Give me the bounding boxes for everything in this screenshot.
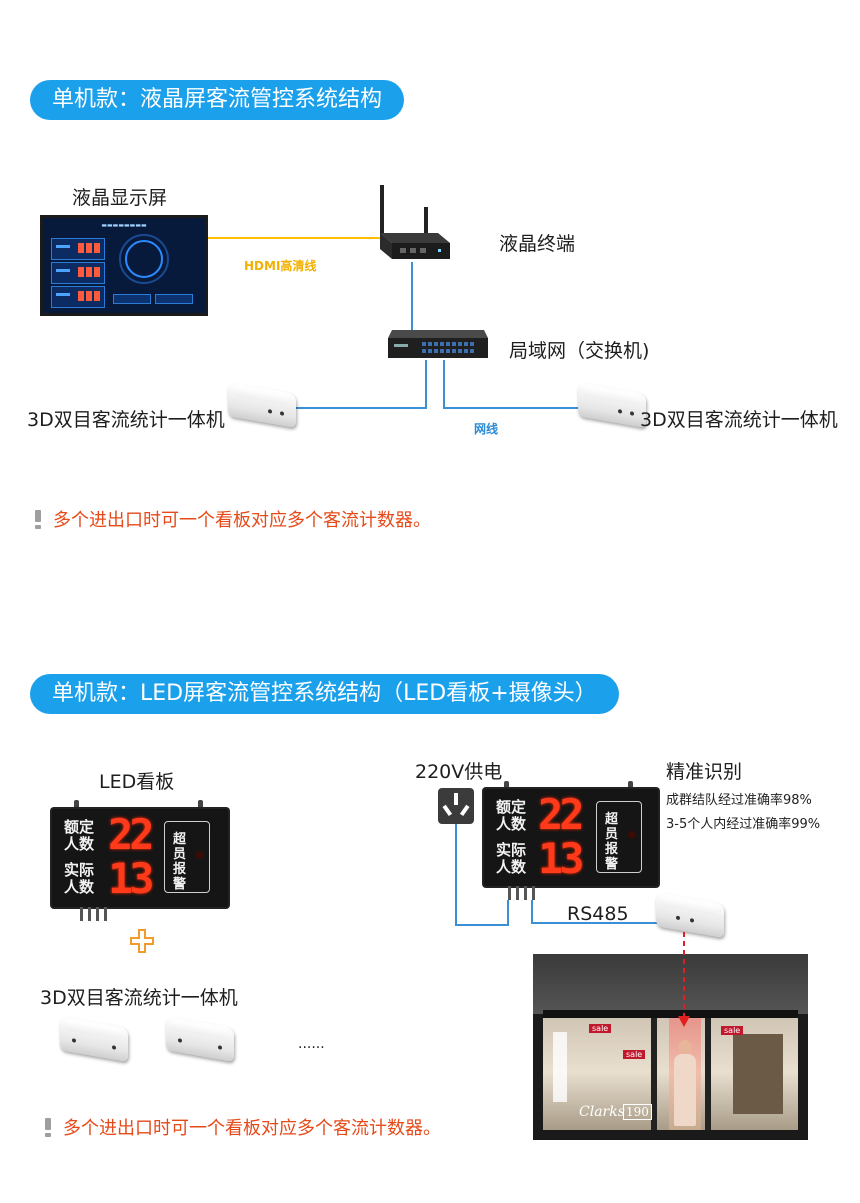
camera-group-label: 3D双目客流统计一体机: [40, 983, 238, 1010]
store-number: 190: [623, 1104, 652, 1120]
terminal-label: 液晶终端: [499, 229, 575, 256]
person-figure-body: [674, 1054, 696, 1126]
led-board-right: 额定 人数 22 实际 人数 13 超 员 报 警: [484, 789, 658, 886]
camera-left-label: 3D双目客流统计一体机: [27, 405, 225, 432]
store-entrance-photo: sale sale sale Clarks 190: [533, 954, 808, 1140]
led-row2-label-a: 实际: [496, 842, 526, 859]
camera-image: [166, 1016, 234, 1062]
section2-title: 单机款：LED屏客流管控系统结构（LED看板+摄像头）: [30, 674, 619, 714]
section2-note: 多个进出口时可一个看板对应多个客流计数器。: [63, 1114, 441, 1140]
led-row1-label-b: 人数: [496, 816, 526, 833]
detection-arrow: [676, 930, 692, 1030]
lan-label: 网线: [474, 420, 498, 437]
switch-label: 局域网（交换机): [509, 336, 649, 363]
led-lamp: [628, 831, 636, 839]
camera-image: [60, 1016, 128, 1062]
rs485-label: RS485: [567, 903, 629, 925]
led-cable: [516, 886, 519, 900]
store-brand: Clarks: [579, 1104, 625, 1120]
terminal-device-image: [376, 185, 456, 267]
person-figure: [678, 1040, 692, 1054]
led-cable: [524, 886, 527, 900]
led-row1-label-a: 额定: [496, 799, 526, 816]
store-sale-sign: sale: [623, 1050, 645, 1059]
led-cable: [532, 886, 535, 900]
led-row2-label-b: 人数: [496, 859, 526, 876]
ellipsis: ......: [298, 1036, 325, 1052]
led-alarm-char: 警: [605, 853, 618, 872]
lan-cable-left: [294, 360, 426, 408]
warning-icon: [35, 510, 41, 529]
hdmi-label: HDMI高清线: [244, 257, 316, 274]
warning-icon: [45, 1118, 51, 1137]
led-cable: [508, 886, 511, 900]
camera-right-label: 3D双目客流统计一体机: [640, 405, 838, 432]
lan-cable-right: [444, 360, 578, 408]
section2-wires: [0, 740, 860, 980]
store-sale-sign: sale: [589, 1024, 611, 1033]
led-row1-value: 22: [538, 793, 581, 837]
switch-device-image: [386, 328, 490, 364]
led-row2-value: 13: [538, 837, 581, 881]
section1-note: 多个进出口时可一个看板对应多个客流计数器。: [53, 506, 431, 532]
store-sale-sign: sale: [721, 1026, 743, 1035]
